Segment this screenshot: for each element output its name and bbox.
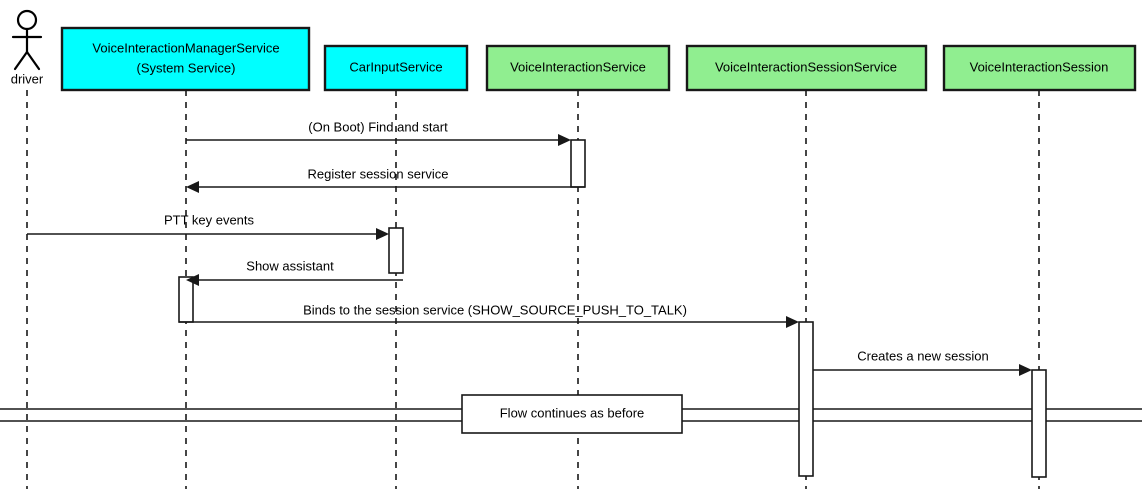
message-m4[interactable]: Show assistant <box>186 258 403 286</box>
message-arrowhead <box>786 316 799 328</box>
divider-box-group: Flow continues as before <box>461 394 683 434</box>
actor-label: driver <box>11 71 44 86</box>
message-label: Creates a new session <box>857 348 989 363</box>
activation-bar-viss <box>798 321 814 477</box>
message-label: PTT key events <box>164 212 255 227</box>
divider-box <box>461 394 683 434</box>
participant-boxes-group: VoiceInteractionManagerService (System Se… <box>60 26 1137 92</box>
activation-bar-vsession <box>1031 369 1047 478</box>
message-arrowhead <box>186 274 199 286</box>
participant-cis[interactable]: CarInputService <box>323 44 469 92</box>
participant-box[interactable] <box>485 44 671 92</box>
message-m1[interactable]: (On Boot) Find and start <box>186 119 571 146</box>
activations-group <box>178 139 1047 478</box>
participant-vsession[interactable]: VoiceInteractionSession <box>942 44 1137 92</box>
participant-box[interactable] <box>323 44 469 92</box>
participant-box[interactable] <box>60 26 311 92</box>
actor-head-icon <box>16 9 38 31</box>
participant-label: VoiceInteractionManagerService <box>92 40 279 55</box>
divider-note: Flow continues as before <box>461 394 683 434</box>
message-label: Binds to the session service (SHOW_SOURC… <box>303 302 687 317</box>
message-m3[interactable]: PTT key events <box>27 212 389 240</box>
actor-leg-left-icon <box>13 50 29 71</box>
participant-label: VoiceInteractionService <box>510 59 646 74</box>
message-arrowhead <box>376 228 389 240</box>
actor-driver[interactable]: driver <box>11 9 44 86</box>
actor-leg-right-icon <box>25 50 41 71</box>
participant-label-secondary: (System Service) <box>137 60 236 75</box>
message-arrowhead <box>186 181 199 193</box>
message-label: Show assistant <box>246 258 334 273</box>
participant-vis[interactable]: VoiceInteractionService <box>485 44 671 92</box>
message-label: Register session service <box>308 166 449 181</box>
message-m2[interactable]: Register session service <box>186 166 585 193</box>
participant-label: CarInputService <box>349 59 442 74</box>
actor-group: driver <box>11 9 44 86</box>
participant-label: VoiceInteractionSession <box>970 59 1109 74</box>
participant-viss[interactable]: VoiceInteractionSessionService <box>685 44 928 92</box>
message-arrowhead <box>558 134 571 146</box>
message-arrowhead <box>1019 364 1032 376</box>
activation-bar-cis <box>388 227 404 274</box>
divider-label: Flow continues as before <box>500 405 645 420</box>
message-label: (On Boot) Find and start <box>308 119 448 134</box>
participant-vims[interactable]: VoiceInteractionManagerService (System Se… <box>60 26 311 92</box>
message-m5[interactable]: Binds to the session service (SHOW_SOURC… <box>179 302 799 328</box>
activation-bar-vims <box>178 276 194 323</box>
participant-label: VoiceInteractionSessionService <box>715 59 897 74</box>
message-m6[interactable]: Creates a new session <box>813 348 1032 376</box>
activation-bar-vis <box>570 139 586 188</box>
participant-box[interactable] <box>685 44 928 92</box>
participant-box[interactable] <box>942 44 1137 92</box>
